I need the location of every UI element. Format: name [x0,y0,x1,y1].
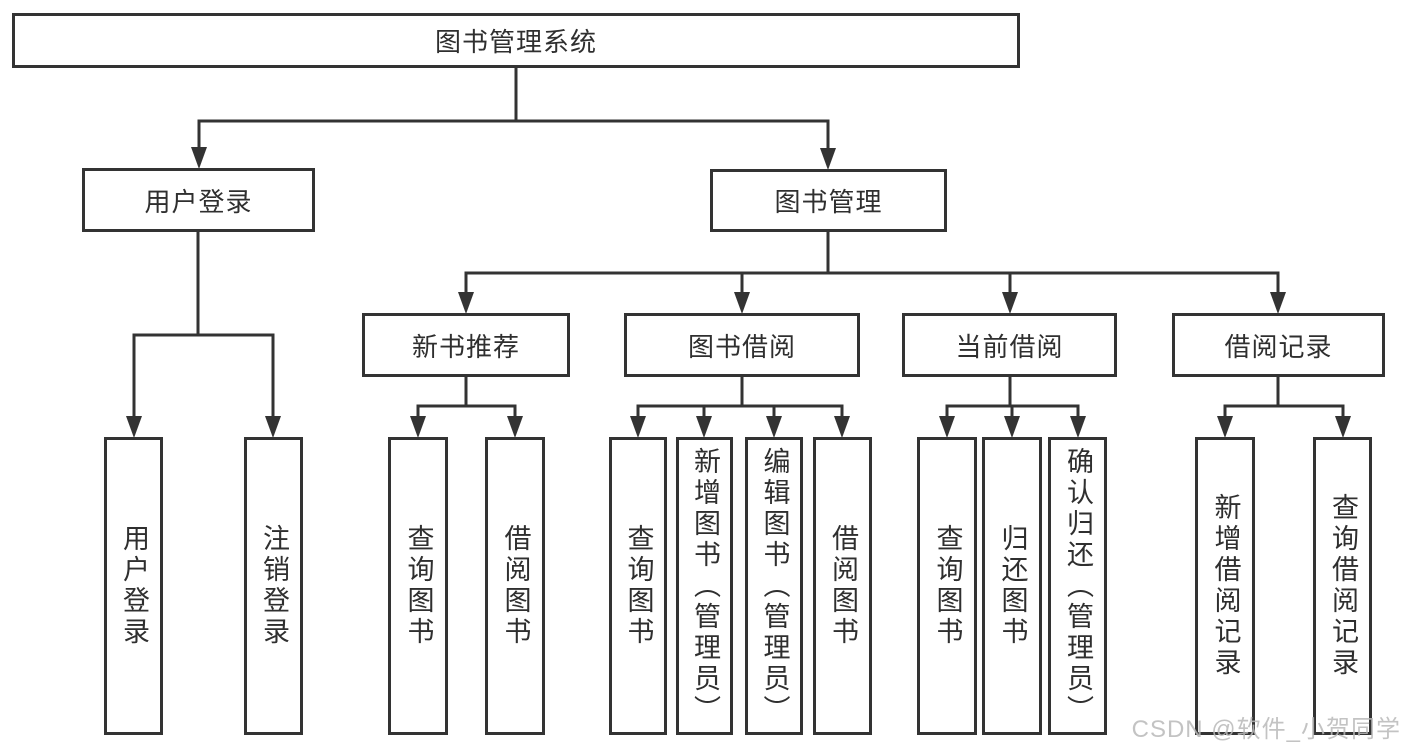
node-new-book-recommend: 新书推荐 [362,313,570,377]
leaf-br-add-record-label: 新增借阅记录 [1210,493,1241,679]
arrowhead-icon [734,292,750,314]
leaf-logout-label: 注销登录 [259,524,289,648]
arrowhead-icon [458,292,474,314]
leaf-bb-edit-books-admin: 编辑图书（管理员） [745,437,803,735]
node-borrow-records-label: 借阅记录 [1224,331,1333,362]
leaf-bb-borrow-books: 借阅图书 [813,437,872,735]
arrowhead-icon [1070,416,1086,438]
leaf-bb-borrow-books-label: 借阅图书 [828,524,858,648]
node-current-borrow-label: 当前借阅 [955,331,1064,362]
arrowhead-icon [126,416,142,438]
arrowhead-icon [939,416,955,438]
node-borrow-records: 借阅记录 [1172,313,1385,377]
node-root: 图书管理系统 [12,13,1020,68]
arrowhead-icon [410,416,426,438]
node-book-borrow-label: 图书借阅 [687,331,796,362]
node-root-label: 图书管理系统 [434,27,597,57]
arrowhead-icon [630,416,646,438]
leaf-nbr-query-books-label: 查询图书 [403,524,434,648]
node-new-book-recommend-label: 新书推荐 [411,331,520,362]
arrowhead-icon [265,416,281,438]
leaf-nbr-query-books: 查询图书 [388,437,448,735]
leaf-bb-add-books-admin-label: 新增图书（管理员） [690,446,720,726]
node-book-borrow: 图书借阅 [624,313,860,377]
leaf-cb-confirm-return-admin-label: 确认归还（管理员） [1063,446,1093,726]
arrowhead-icon [1217,416,1233,438]
leaf-user-login: 用户登录 [104,437,163,735]
arrowhead-icon [834,416,850,438]
arrowhead-icon [191,147,207,169]
arrowhead-icon [766,416,782,438]
arrowhead-icon [696,416,712,438]
leaf-bb-query-books-label: 查询图书 [623,524,654,648]
node-user-login: 用户登录 [82,168,315,232]
leaf-cb-query-books-label: 查询图书 [932,524,963,648]
node-book-management: 图书管理 [710,169,947,232]
leaf-br-query-record-label: 查询借阅记录 [1328,493,1358,679]
leaf-bb-add-books-admin: 新增图书（管理员） [676,437,733,735]
leaf-br-add-record: 新增借阅记录 [1195,437,1255,735]
leaf-cb-query-books: 查询图书 [917,437,977,735]
node-book-management-label: 图书管理 [774,187,883,217]
leaf-br-query-record: 查询借阅记录 [1313,437,1372,735]
leaf-cb-confirm-return-admin: 确认归还（管理员） [1048,437,1107,735]
csdn-watermark: CSDN @软件_小贺同学 [1131,716,1401,743]
leaf-logout: 注销登录 [244,437,303,735]
arrowhead-icon [1270,292,1286,314]
arrowhead-icon [1335,416,1351,438]
leaf-nbr-borrow-books-label: 借阅图书 [500,524,531,648]
arrowhead-icon [507,416,523,438]
arrowhead-icon [1002,292,1018,314]
leaf-bb-query-books: 查询图书 [609,437,667,735]
node-current-borrow: 当前借阅 [902,313,1117,377]
leaf-user-login-label: 用户登录 [119,524,149,648]
leaf-cb-return-books-label: 归还图书 [997,524,1028,648]
arrowhead-icon [820,148,836,170]
arrowhead-icon [1004,416,1020,438]
leaf-bb-edit-books-admin-label: 编辑图书（管理员） [759,446,790,726]
leaf-nbr-borrow-books: 借阅图书 [485,437,545,735]
node-user-login-label: 用户登录 [144,186,253,217]
leaf-cb-return-books: 归还图书 [982,437,1042,735]
